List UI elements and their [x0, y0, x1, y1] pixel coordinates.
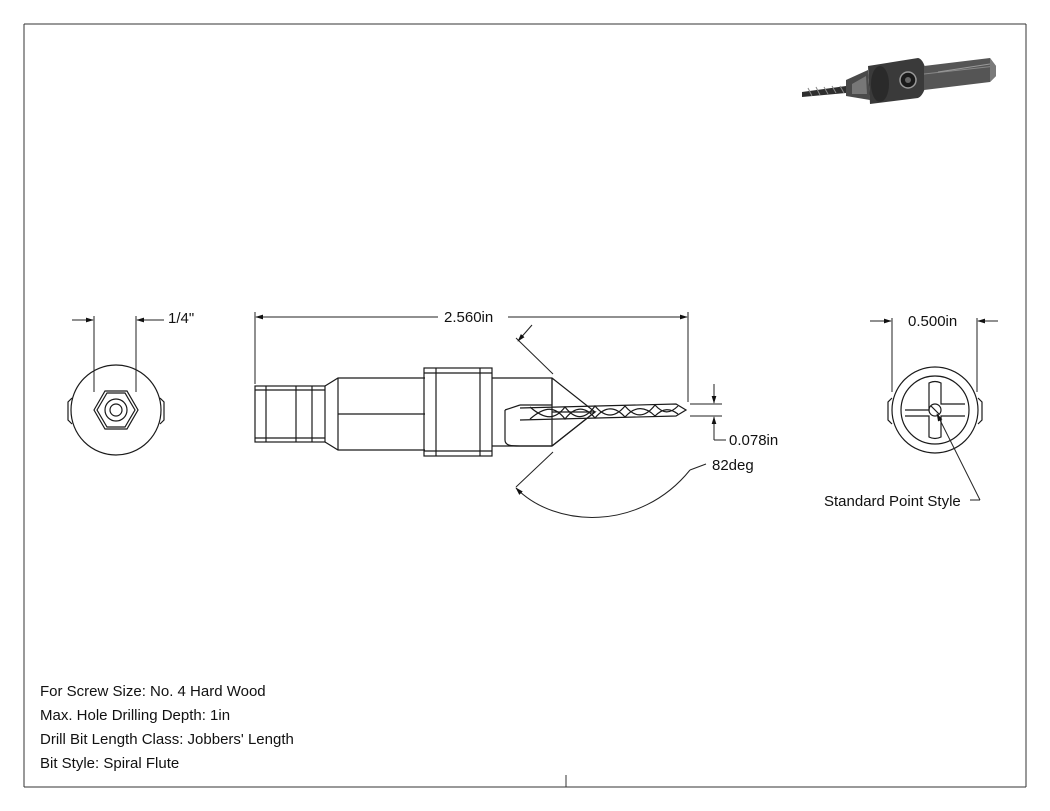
collar-diameter-label: 0.500in [908, 313, 957, 330]
side-view [254, 367, 688, 457]
overall-length-label: 2.560in [444, 309, 493, 326]
isometric-thumbnail [802, 58, 997, 104]
point-style-label: Standard Point Style [824, 493, 961, 510]
note-bit-style: Bit Style: Spiral Flute [40, 755, 180, 772]
note-screw-size: For Screw Size: No. 4 Hard Wood [40, 683, 266, 700]
left-end-view [67, 364, 165, 456]
collar-diameter-dimension [870, 318, 998, 392]
hex-size-dimension [72, 316, 164, 392]
hex-size-label: 1/4" [168, 310, 194, 327]
drawing-notes: For Screw Size: No. 4 Hard Wood Max. Hol… [40, 680, 294, 776]
drill-diameter-dimension [690, 384, 726, 441]
countersink-angle-label: 82deg [712, 457, 754, 474]
sheet-border [23, 23, 1027, 788]
point-style-leader [936, 413, 981, 501]
note-length-class: Drill Bit Length Class: Jobbers' Length [40, 731, 294, 748]
right-end-view [887, 366, 983, 454]
drill-diameter-label: 0.078in [729, 432, 778, 449]
overall-length-dimension [254, 312, 689, 402]
countersink-angle-dimension [515, 324, 707, 518]
note-drilling-depth: Max. Hole Drilling Depth: 1in [40, 707, 231, 724]
